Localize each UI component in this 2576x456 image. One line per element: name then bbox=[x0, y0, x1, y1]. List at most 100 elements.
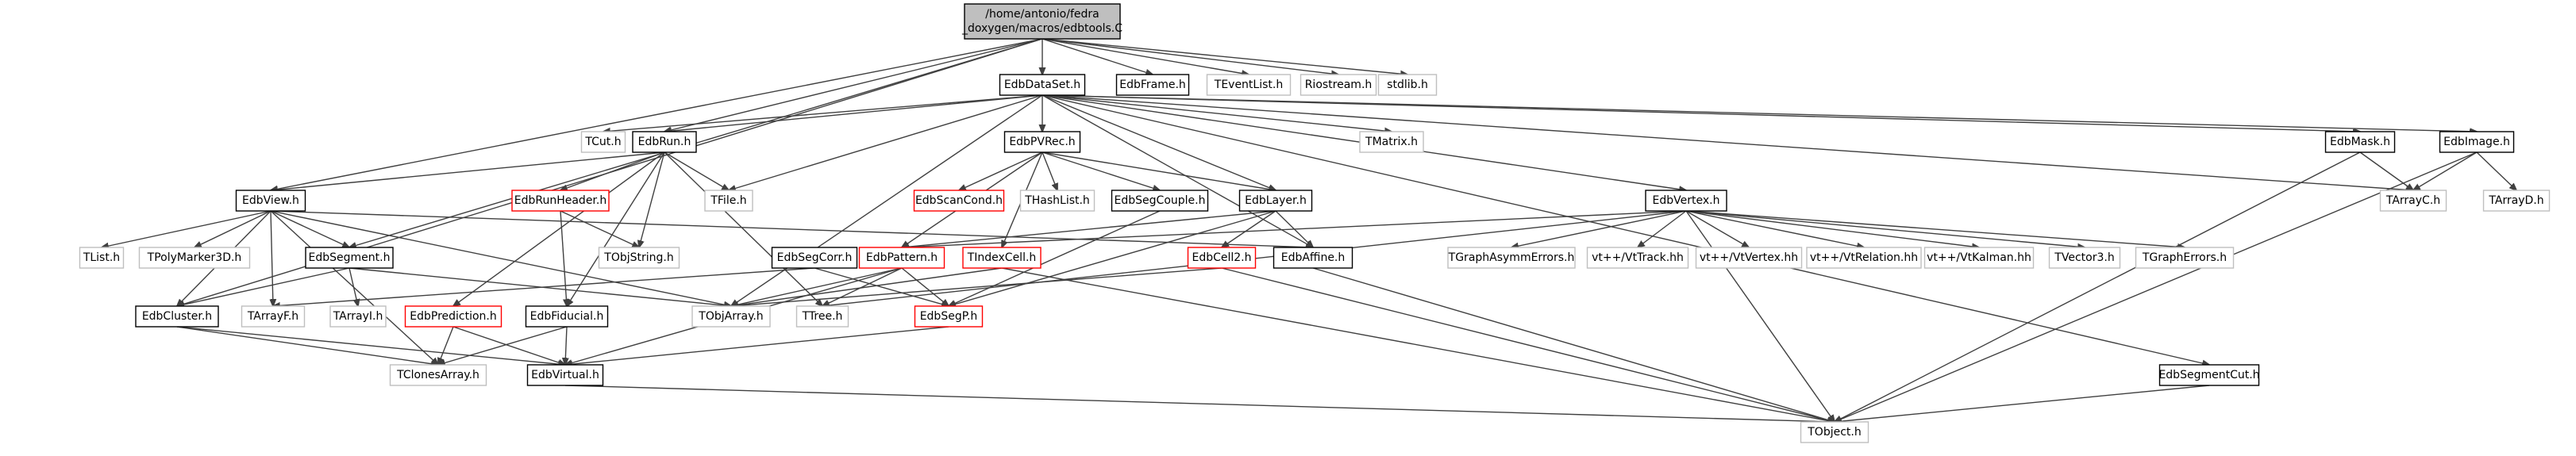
edge-edbvertex-to-tgraphasymmerrors bbox=[1511, 210, 1687, 247]
node-edbsegp[interactable]: EdbSegP.h bbox=[914, 305, 984, 328]
node-edblayer[interactable]: EdbLayer.h bbox=[1238, 190, 1313, 212]
node-label: vt++/VtKalman.hh bbox=[1927, 251, 2031, 264]
edge-edbdataset-to-tarrayc bbox=[1042, 94, 2413, 190]
node-label: EdbSegmentCut.h bbox=[2158, 369, 2259, 381]
node-box bbox=[771, 247, 858, 269]
node-label: EdbRunHeader.h bbox=[514, 194, 606, 207]
edge-edbpattern-to-ttree bbox=[822, 267, 903, 306]
node-label: EdbScanCond.h bbox=[915, 194, 1003, 207]
node-edbrun[interactable]: EdbRun.h bbox=[632, 131, 697, 153]
node-box bbox=[79, 247, 125, 269]
node-box bbox=[914, 305, 984, 328]
node-vttrack: vt++/VtTrack.hh bbox=[1586, 247, 1689, 269]
edge-edbimage-to-tarrayd bbox=[2476, 151, 2516, 190]
node-box bbox=[1206, 74, 1292, 96]
node-box bbox=[1111, 190, 1209, 212]
node-label: EdbAffine.h bbox=[1281, 251, 1346, 264]
node-tobjstring: TObjString.h bbox=[598, 247, 680, 269]
edge-edblayer-to-edbpattern bbox=[902, 210, 1276, 247]
node-box bbox=[2158, 364, 2260, 386]
node-edbvertex[interactable]: EdbVertex.h bbox=[1645, 190, 1727, 212]
nodes-layer: /home/antonio/fedra_doxygen/macros/edbto… bbox=[79, 3, 2551, 443]
node-edbvirtual[interactable]: EdbVirtual.h bbox=[526, 364, 604, 386]
node-box bbox=[1800, 421, 1869, 443]
node-ttree: TTree.h bbox=[795, 305, 849, 328]
edge-edbsegcorr-to-tarrayf bbox=[273, 267, 815, 306]
node-stdlib: stdlib.h bbox=[1377, 74, 1438, 96]
edge-edbrun-to-edbfiducial bbox=[567, 151, 665, 306]
edge-edbdataset-to-edbsegmentcut bbox=[1042, 94, 2209, 365]
edge-edbsegp-to-edbvirtual bbox=[565, 326, 949, 365]
node-label: TArrayC.h bbox=[2385, 194, 2440, 207]
node-label: TObject.h bbox=[1807, 426, 1861, 439]
node-edbcell2[interactable]: EdbCell2.h bbox=[1187, 247, 1257, 269]
node-edbmask[interactable]: EdbMask.h bbox=[2324, 131, 2396, 153]
edge-edbview-to-tpolymarker3d bbox=[194, 210, 271, 247]
edge-edbsegcouple-to-edbsegp bbox=[949, 210, 1161, 306]
node-box bbox=[389, 364, 487, 386]
node-box bbox=[1645, 190, 1727, 212]
edge-edbrun-to-edbview bbox=[271, 151, 665, 190]
node-tgraphasymmerrors: TGraphAsymmErrors.h bbox=[1447, 247, 1576, 269]
edge-tindexcell-to-tobjarray bbox=[731, 267, 1003, 306]
node-tobject: TObject.h bbox=[1800, 421, 1869, 443]
node-edbpattern[interactable]: EdbPattern.h bbox=[858, 247, 945, 269]
node-box bbox=[2439, 131, 2515, 153]
node-edbsegcouple[interactable]: EdbSegCouple.h bbox=[1111, 190, 1209, 212]
node-label: TArrayF.h bbox=[247, 310, 298, 323]
node-box bbox=[598, 247, 680, 269]
edge-edbrun-to-tfile bbox=[664, 151, 729, 190]
node-edbimage[interactable]: EdbImage.h bbox=[2439, 131, 2515, 153]
node-tvector3: TVector3.h bbox=[2048, 247, 2121, 269]
edge-tindexcell-to-tobject bbox=[1001, 267, 1835, 422]
node-label: TObjString.h bbox=[603, 251, 673, 264]
node-label: TIndexCell.h bbox=[967, 251, 1037, 264]
node-edbpvrec[interactable]: EdbPVRec.h bbox=[1003, 131, 1081, 153]
node-label: EdbDataSet.h bbox=[1004, 79, 1080, 91]
node-tarrayi: TArrayI.h bbox=[329, 305, 387, 328]
node-label: EdbView.h bbox=[242, 194, 299, 207]
edge-edbmask-to-tarrayc bbox=[2359, 151, 2413, 190]
edge-edbcluster-to-edbvirtual bbox=[176, 326, 565, 365]
node-edbsegment[interactable]: EdbSegment.h bbox=[305, 247, 394, 269]
node-edbfiducial[interactable]: EdbFiducial.h bbox=[525, 305, 609, 328]
node-edbdataset[interactable]: EdbDataSet.h bbox=[999, 74, 1086, 96]
edge-edbdataset-to-tcut bbox=[603, 94, 1043, 132]
node-label: EdbCell2.h bbox=[1192, 251, 1251, 264]
node-box bbox=[1586, 247, 1689, 269]
node-tpolymarker3d: TPolyMarker3D.h bbox=[138, 247, 251, 269]
edge-root-to-edbframe bbox=[1042, 38, 1153, 75]
edge-edbrun-to-ttree bbox=[664, 151, 822, 306]
node-edbsegcorr[interactable]: EdbSegCorr.h bbox=[771, 247, 858, 269]
node-edbcluster[interactable]: EdbCluster.h bbox=[135, 305, 219, 328]
node-box bbox=[138, 247, 251, 269]
node-tarrayc: TArrayC.h bbox=[2379, 190, 2447, 212]
node-edbscancond[interactable]: EdbScanCond.h bbox=[913, 190, 1005, 212]
node-tclonesarray: TClonesArray.h bbox=[389, 364, 487, 386]
edge-edbpattern-to-edbsegp bbox=[901, 267, 949, 306]
node-tindexcell[interactable]: TIndexCell.h bbox=[962, 247, 1042, 269]
node-edbaffine[interactable]: EdbAffine.h bbox=[1273, 247, 1353, 269]
node-edbrunheader[interactable]: EdbRunHeader.h bbox=[511, 190, 610, 212]
node-edbsegmentcut[interactable]: EdbSegmentCut.h bbox=[2158, 364, 2260, 386]
node-label: TClonesArray.h bbox=[396, 369, 479, 381]
edge-edbimage-to-tarrayc bbox=[2413, 151, 2478, 190]
edge-edbrun-to-edbprediction bbox=[453, 151, 665, 306]
node-root[interactable]: /home/antonio/fedra_doxygen/macros/edbto… bbox=[961, 3, 1122, 40]
node-thashlist: THashList.h bbox=[1019, 190, 1095, 212]
edge-edbdataset-to-edbaffine bbox=[1042, 94, 1313, 247]
node-edbprediction[interactable]: EdbPrediction.h bbox=[404, 305, 502, 328]
node-label: EdbPattern.h bbox=[866, 251, 938, 264]
node-label: vt++/VtTrack.hh bbox=[1592, 251, 1684, 264]
edge-edblayer-to-edbsegp bbox=[949, 210, 1276, 306]
node-box bbox=[1300, 74, 1377, 96]
node-box bbox=[704, 190, 753, 212]
edge-edbvertex-to-edbpattern bbox=[902, 210, 1687, 247]
node-edbframe[interactable]: EdbFrame.h bbox=[1115, 74, 1190, 96]
node-edbview[interactable]: EdbView.h bbox=[235, 190, 306, 212]
node-box bbox=[1359, 131, 1424, 153]
node-tarrayf: TArrayF.h bbox=[241, 305, 306, 328]
edge-edbvertex-to-vtvertex bbox=[1685, 210, 1749, 247]
node-label: TArrayI.h bbox=[333, 310, 383, 323]
edge-edbvertex-to-tobject bbox=[1685, 210, 1835, 422]
